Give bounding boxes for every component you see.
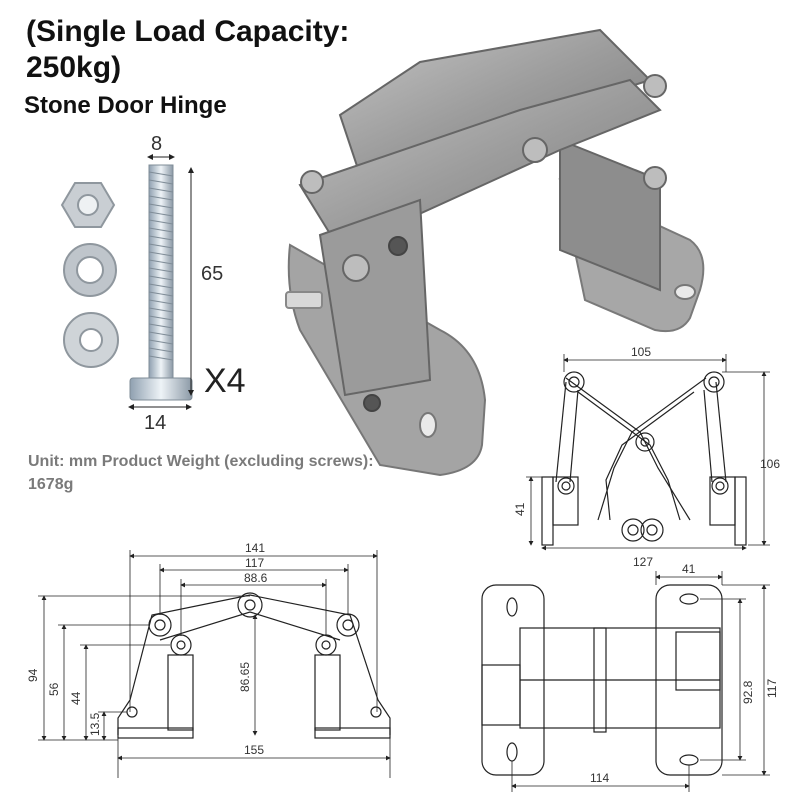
side-88-6-label: 88.6 xyxy=(244,571,268,585)
side-94-label: 94 xyxy=(26,668,40,682)
unit-weight-note: Unit: mm Product Weight (excluding screw… xyxy=(28,453,374,493)
front-view-dimensions xyxy=(526,354,770,551)
screw-length-label: 65 xyxy=(201,263,223,285)
top-view-drawing xyxy=(481,584,723,776)
spring-washer-icon xyxy=(63,243,117,297)
flat-washer-icon xyxy=(63,312,119,368)
side-155-label: 155 xyxy=(244,743,264,757)
screw-head-label: 14 xyxy=(144,412,166,434)
product-title: (Single Load Capacity: 250kg) xyxy=(26,15,350,84)
front-view-drawing xyxy=(541,371,747,546)
side-86-65-label: 86.65 xyxy=(238,662,252,692)
top-117-label: 117 xyxy=(765,679,779,698)
hex-nut-icon xyxy=(60,182,116,228)
front-127-label: 127 xyxy=(633,555,653,569)
top-92-8-label: 92.8 xyxy=(741,680,755,704)
front-41-label: 41 xyxy=(513,502,527,516)
screw-diameter-label: 8 xyxy=(151,133,162,155)
front-106-label: 106 xyxy=(760,457,780,471)
hinge-photo xyxy=(285,28,705,477)
side-view-drawing xyxy=(117,592,391,739)
side-56-label: 56 xyxy=(47,682,61,696)
side-141-label: 141 xyxy=(245,541,265,555)
top-41-label: 41 xyxy=(682,562,696,576)
side-117-label: 117 xyxy=(245,556,264,570)
side-13-5-label: 13.5 xyxy=(88,712,102,736)
top-view-dimensions xyxy=(511,571,770,792)
screw-dimension-lines xyxy=(128,154,194,410)
side-view-dimensions xyxy=(38,550,391,778)
screw-quantity-label: X4 xyxy=(204,362,246,400)
side-44-label: 44 xyxy=(69,691,83,705)
hex-bolt-icon xyxy=(129,164,193,401)
top-114-label: 114 xyxy=(590,771,609,785)
product-subtitle: Stone Door Hinge xyxy=(24,92,227,119)
front-105-label: 105 xyxy=(631,345,651,359)
